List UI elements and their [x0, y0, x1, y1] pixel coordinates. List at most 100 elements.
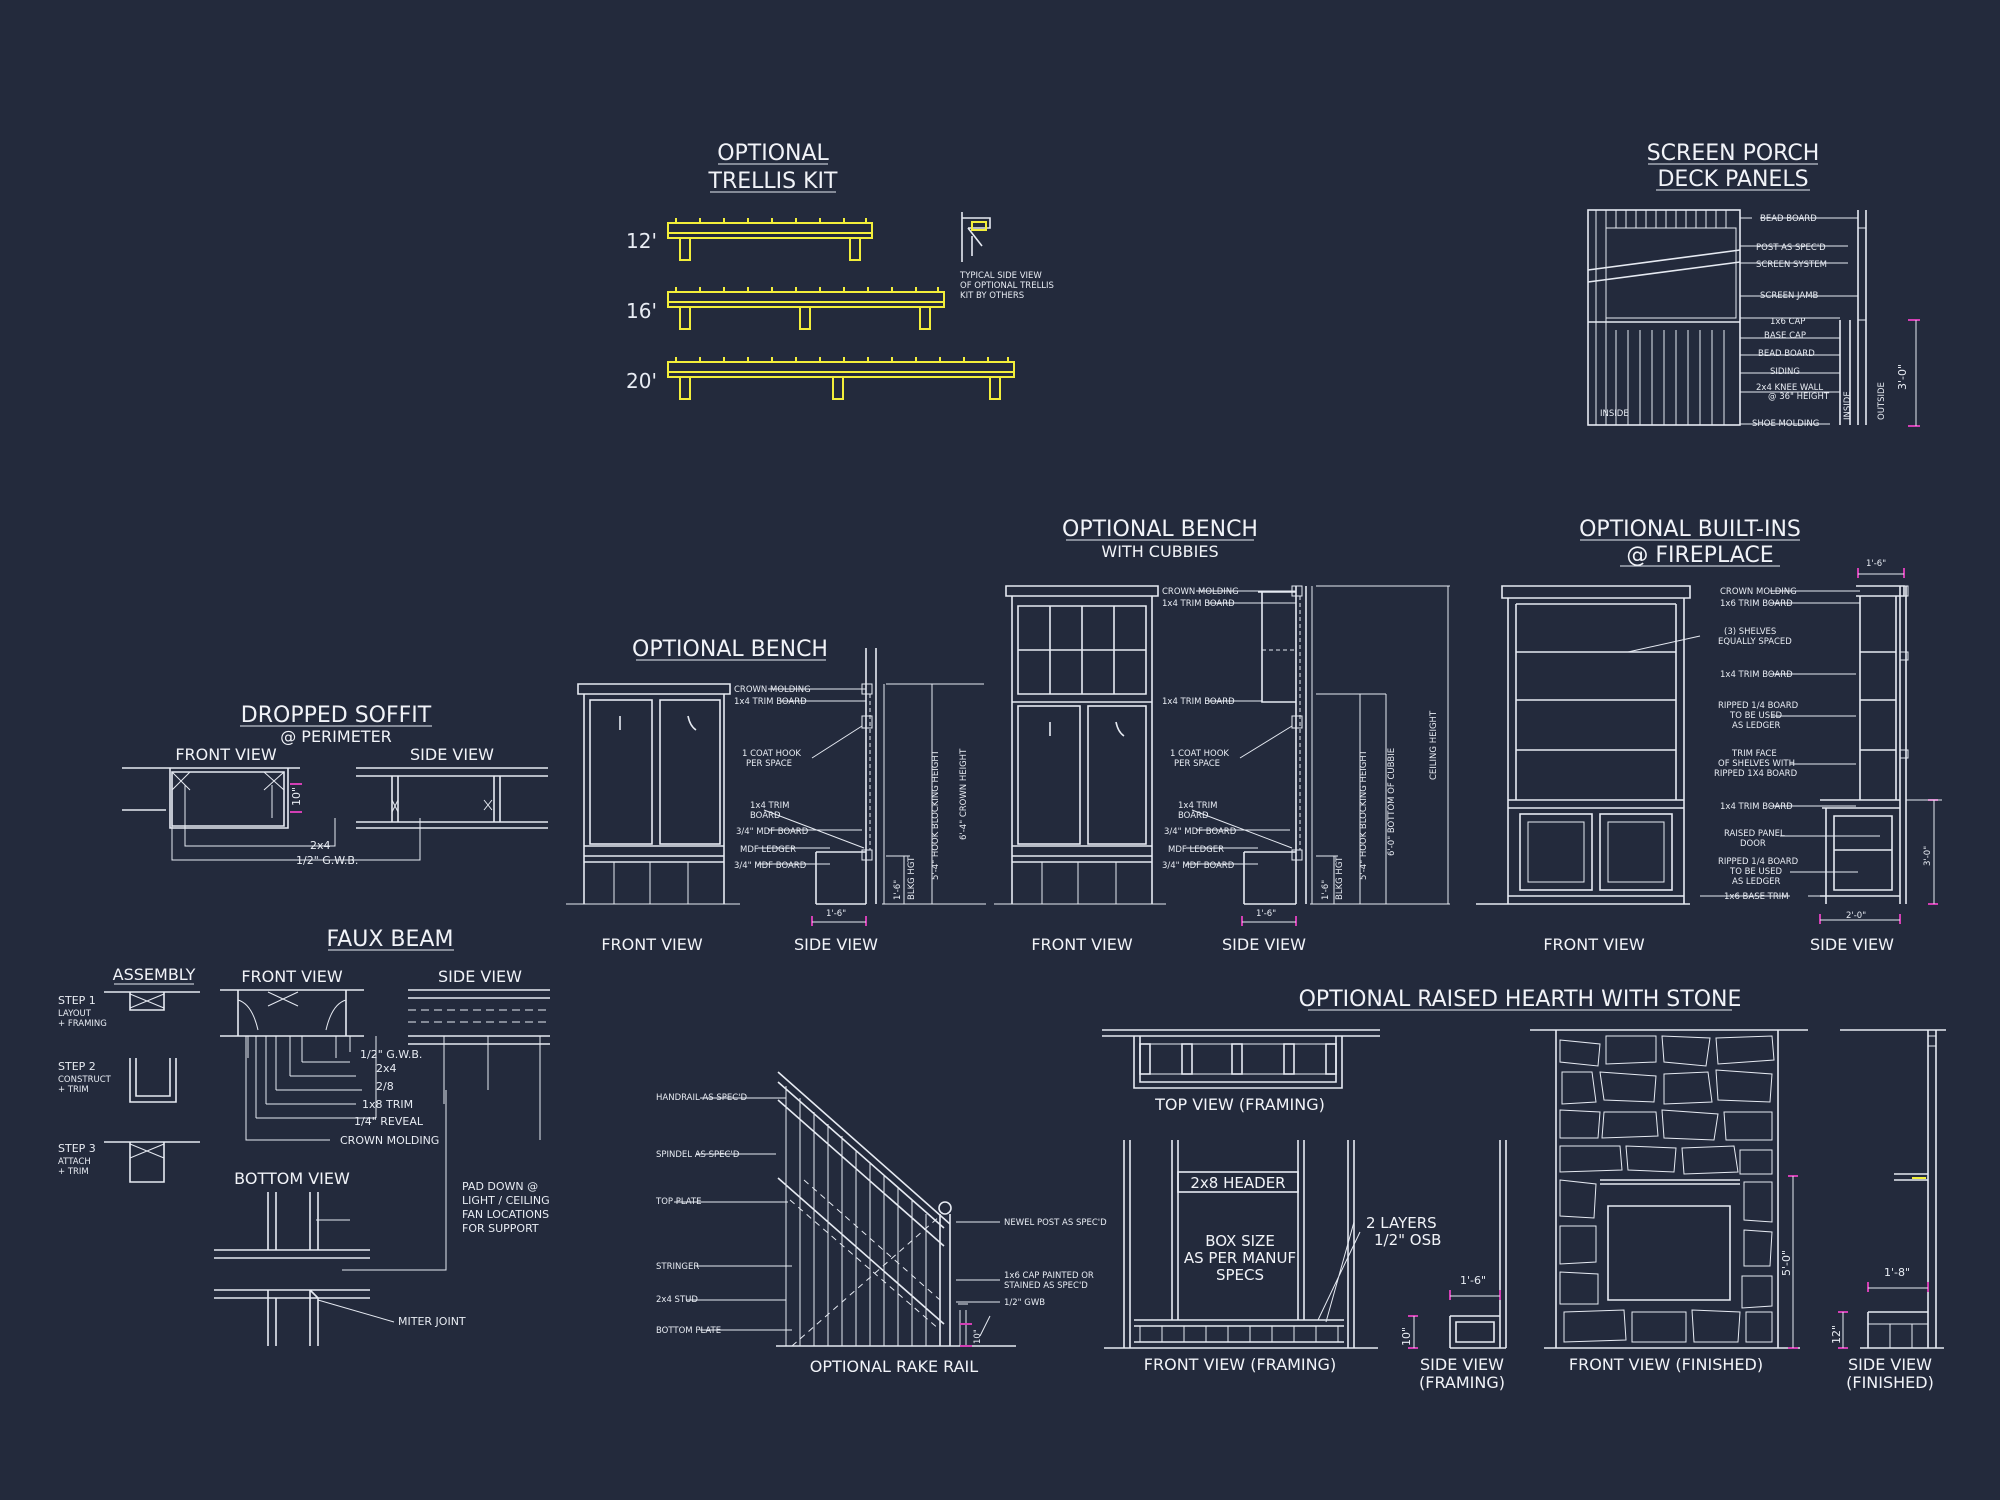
cubbies-side-view: 1'-6" 1'-6" BLKG HGT 5'-4" HOOK BLOCKING…	[1241, 585, 1450, 926]
cubbies-hook-dim: 5'-4" HOOK BLOCKING HEIGHT	[1359, 749, 1369, 880]
hearth-side-finished: 1'-8" 12" SIDE VIEW (FINISHED)	[1830, 1029, 1946, 1392]
builtins-label-trim-face: TRIM FACE	[1731, 749, 1777, 759]
porch-wall-elevation	[1587, 209, 1867, 426]
step1-label: STEP 1	[58, 994, 96, 1007]
bench-label-mdf: 3/4" MDF BOARD	[736, 827, 809, 837]
cubbies-label-crown: CROWN MOLDING	[1162, 587, 1239, 597]
porch-label-bead-board: BEAD BOARD	[1760, 214, 1817, 224]
cubbies-label-mdf: 3/4" MDF BOARD	[1164, 827, 1237, 837]
hearth-side-height-dim: 10"	[1400, 1327, 1413, 1346]
soffit-front-view: FRONT VIEW	[175, 745, 277, 764]
trellis-section: OPTIONAL TRELLIS KIT 12' 16' 20' TYPICAL…	[626, 141, 1054, 400]
faux-label-reveal: 1/4" REVEAL	[354, 1115, 424, 1128]
hearth-box-line3: SPECS	[1216, 1266, 1264, 1284]
step2-line2: CONSTRUCT	[58, 1075, 112, 1085]
cubbies-label-mdf-2: 3/4" MDF BOARD	[1162, 861, 1235, 871]
cubbies-side-caption: SIDE VIEW	[1222, 935, 1306, 954]
pad-note-2: LIGHT / CEILING	[462, 1194, 550, 1207]
cubbies-label-ledger: MDF LEDGER	[1168, 845, 1224, 855]
faux-front-title: FRONT VIEW	[241, 967, 343, 986]
miter-joint-label: MITER JOINT	[398, 1315, 466, 1328]
rake-label-bottom-plate: BOTTOM PLATE	[656, 1326, 721, 1336]
builtins-label-shelves: (3) SHELVES	[1724, 627, 1776, 637]
cubbies-front-view	[994, 585, 1166, 905]
porch-label-knee-wall: 2x4 KNEE WALL	[1756, 383, 1823, 393]
bench-label-crown: CROWN MOLDING	[734, 685, 811, 695]
trellis-title-line2: TRELLIS KIT	[708, 169, 839, 194]
hearth-front-framing: 2x8 HEADER BOX SIZE AS PER MANUF SPECS 2…	[1104, 1140, 1441, 1374]
cubbies-label-trim-board-2: 1x4 TRIM BOARD	[1162, 697, 1235, 707]
builtins-front-caption: FRONT VIEW	[1543, 935, 1645, 954]
rake-label-gwb: 1/2" GWB	[1004, 1298, 1045, 1308]
soffit-subtitle: @ PERIMETER	[280, 727, 392, 746]
hearth-header-label: 2x8 HEADER	[1190, 1174, 1285, 1192]
faux-label-crown: CROWN MOLDING	[340, 1134, 439, 1147]
rake-rail-section: 10" HANDRAIL AS SPEC'D SPINDEL AS SPEC'D…	[655, 1071, 1107, 1376]
hearth-front-finished: 5'-0" FRONT VIEW (FINISHED)	[1530, 1029, 1808, 1374]
bench-front-view	[566, 683, 740, 905]
faux-label-2-8: 2/8	[376, 1080, 394, 1093]
optional-bench-section: OPTIONAL BENCH 1'-6" 1'-6" BLKG HGT 5'-4…	[566, 637, 986, 954]
hearth-side-finished-caption2: (FINISHED)	[1846, 1373, 1934, 1392]
hearth-layers-line1: 2 LAYERS	[1366, 1214, 1437, 1232]
cubbies-front-caption: FRONT VIEW	[1031, 935, 1133, 954]
rake-label-stud: 2x4 STUD	[656, 1295, 698, 1305]
builtins-bottom-dim: 2'-0"	[1846, 911, 1866, 921]
pad-note-4: FOR SUPPORT	[462, 1222, 539, 1235]
bench-label-coat-hook: 1 COAT HOOK	[742, 749, 801, 759]
cubbies-title: OPTIONAL BENCH	[1062, 517, 1258, 542]
faux-label-gwb: 1/2" G.W.B.	[360, 1048, 422, 1061]
soffit-title: DROPPED SOFFIT	[241, 703, 432, 728]
builtins-label-ledger-2: AS LEDGER	[1732, 877, 1781, 887]
porch-label-shoe: SHOE MOLDING	[1752, 419, 1819, 429]
rake-label-newel: NEWEL POST AS SPEC'D	[1004, 1218, 1107, 1228]
bench-label-trim: 1x4 TRIM	[750, 801, 790, 811]
hearth-layers-line2: 1/2" OSB	[1374, 1231, 1441, 1249]
hearth-finished-width-dim: 1'-8"	[1884, 1266, 1910, 1279]
trellis-length-12: 12'	[626, 229, 657, 253]
bench-blkg-dim: BLKG HGT	[907, 856, 917, 900]
bench-seat-dim: 1'-6"	[893, 880, 903, 900]
hearth-side-framing: 1'-6" 10" SIDE VIEW (FRAMING)	[1400, 1140, 1507, 1392]
bench-label-trim-board: 1x4 TRIM BOARD	[734, 697, 807, 707]
porch-height-dim: 3'-0"	[1896, 364, 1909, 390]
bench-cubbies-section: OPTIONAL BENCH WITH CUBBIES 1'-6" 1'-6" …	[994, 517, 1450, 954]
soffit-height-dim: 10"	[290, 787, 303, 806]
step3-line3: + TRIM	[58, 1167, 89, 1177]
bench-hook-dim: 5'-4" HOOK BLOCKING HEIGHT	[931, 749, 941, 880]
soffit-label-2x4: 2x4	[310, 839, 331, 852]
faux-label-trim: 1x8 TRIM	[362, 1098, 413, 1111]
faux-front-drawing: 1/2" G.W.B. 2x4 2/8 1x8 TRIM 1/4" REVEAL…	[220, 989, 439, 1147]
hearth-box-line1: BOX SIZE	[1205, 1232, 1275, 1250]
cubbies-subtitle: WITH CUBBIES	[1101, 542, 1218, 561]
faux-steps: STEP 1 LAYOUT + FRAMING STEP 2 CONSTRUCT…	[58, 991, 200, 1183]
faux-side-drawing	[375, 989, 550, 1140]
cubbies-label-coat-hook: 1 COAT HOOK	[1170, 749, 1229, 759]
cubbies-blkg-dim: BLKG HGT	[1335, 856, 1345, 900]
builtins-height-dim: 3'-0"	[1923, 846, 1933, 866]
step2-line3: + TRIM	[58, 1085, 89, 1095]
trellis-length-16: 16'	[626, 299, 657, 323]
bench-front-caption: FRONT VIEW	[601, 935, 703, 954]
rake-dim: 10"	[973, 1329, 983, 1344]
hearth-front-finished-caption: FRONT VIEW (FINISHED)	[1569, 1355, 1763, 1374]
bench-callouts: CROWN MOLDING 1x4 TRIM BOARD 1 COAT HOOK…	[734, 685, 866, 871]
bench-crown-dim: 6'-4" CROWN HEIGHT	[959, 748, 969, 840]
builtins-label-raised: RAISED PANEL	[1724, 829, 1785, 839]
porch-label-screen-system: SCREEN SYSTEM	[1756, 260, 1827, 270]
hearth-side-framing-caption1: SIDE VIEW	[1420, 1355, 1504, 1374]
trellis-length-20: 20'	[626, 369, 657, 393]
bench-side-view: 1'-6" 1'-6" BLKG HGT 5'-4" HOOK BLOCKING…	[811, 648, 986, 926]
faux-title: FAUX BEAM	[327, 927, 454, 952]
step2-label: STEP 2	[58, 1060, 96, 1073]
builtins-section: OPTIONAL BUILT-INS @ FIREPLACE 1'-6" 2'-…	[1476, 517, 1942, 954]
soffit-side-drawing	[356, 767, 548, 829]
rake-rail-drawing: 10"	[776, 1071, 1016, 1347]
builtins-front-view	[1476, 585, 1691, 905]
step3-line2: ATTACH	[58, 1157, 91, 1167]
porch-label-bead-board-2: BEAD BOARD	[1758, 349, 1815, 359]
hearth-front-framing-caption: FRONT VIEW (FRAMING)	[1144, 1355, 1336, 1374]
bench-label-per-space: PER SPACE	[746, 759, 792, 769]
cubbies-bottom-dim: 6'-0" BOTTOM OF CUBBIE	[1387, 748, 1397, 856]
trellis-side-note-2: OF OPTIONAL TRELLIS	[960, 281, 1054, 291]
